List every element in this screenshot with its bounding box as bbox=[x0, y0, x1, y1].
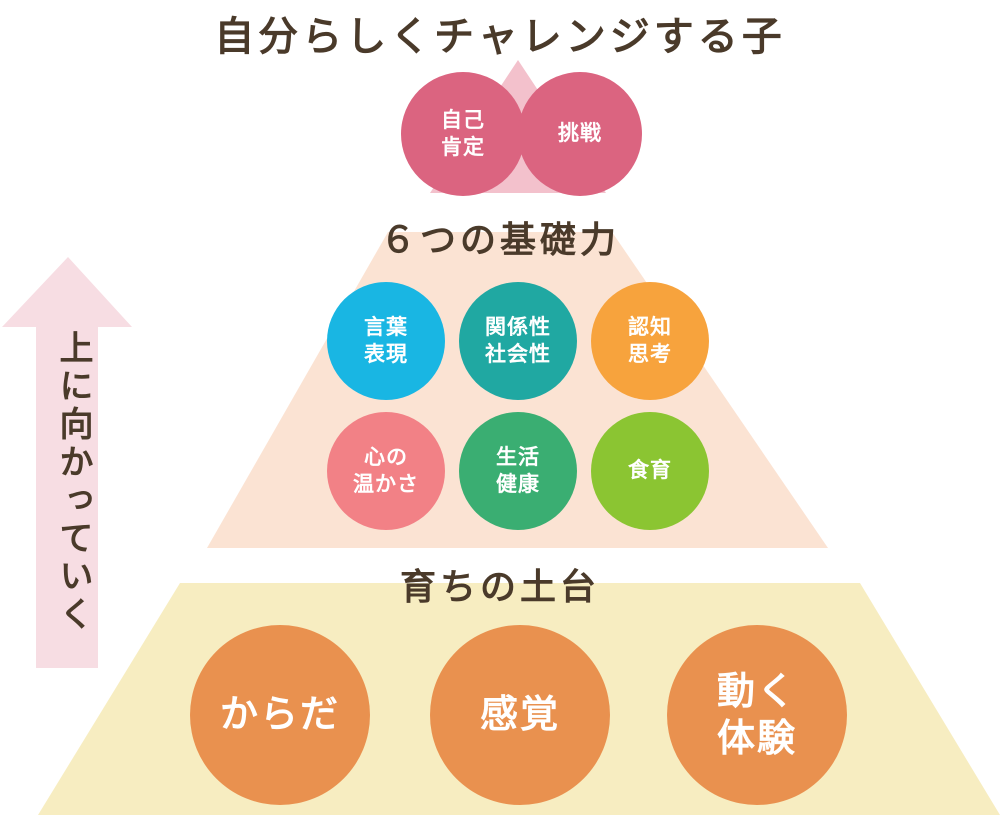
circle-life-health: 生活 健康 bbox=[459, 412, 577, 530]
circle-warmth: 心の 温かさ bbox=[327, 412, 445, 530]
circle-language-expression: 言葉 表現 bbox=[327, 282, 445, 400]
circle-challenge: 挑戦 bbox=[518, 72, 642, 196]
circle-self-esteem: 自己 肯定 bbox=[401, 72, 525, 196]
circle-senses: 感覚 bbox=[430, 625, 610, 805]
arrow-label: 上に向かっていく bbox=[53, 330, 93, 634]
title-middle: ６つの基礎力 bbox=[379, 220, 620, 261]
title-top: 自分らしくチャレンジする子 bbox=[214, 14, 786, 60]
circle-food-education: 食育 bbox=[591, 412, 709, 530]
circle-movement-experience: 動く 体験 bbox=[667, 625, 847, 805]
up-arrow bbox=[2, 257, 132, 668]
circle-body: からだ bbox=[190, 625, 370, 805]
circle-social-relations: 関係性 社会性 bbox=[459, 282, 577, 400]
circle-cognition-thinking: 認知 思考 bbox=[591, 282, 709, 400]
title-bottom: 育ちの土台 bbox=[399, 567, 600, 608]
